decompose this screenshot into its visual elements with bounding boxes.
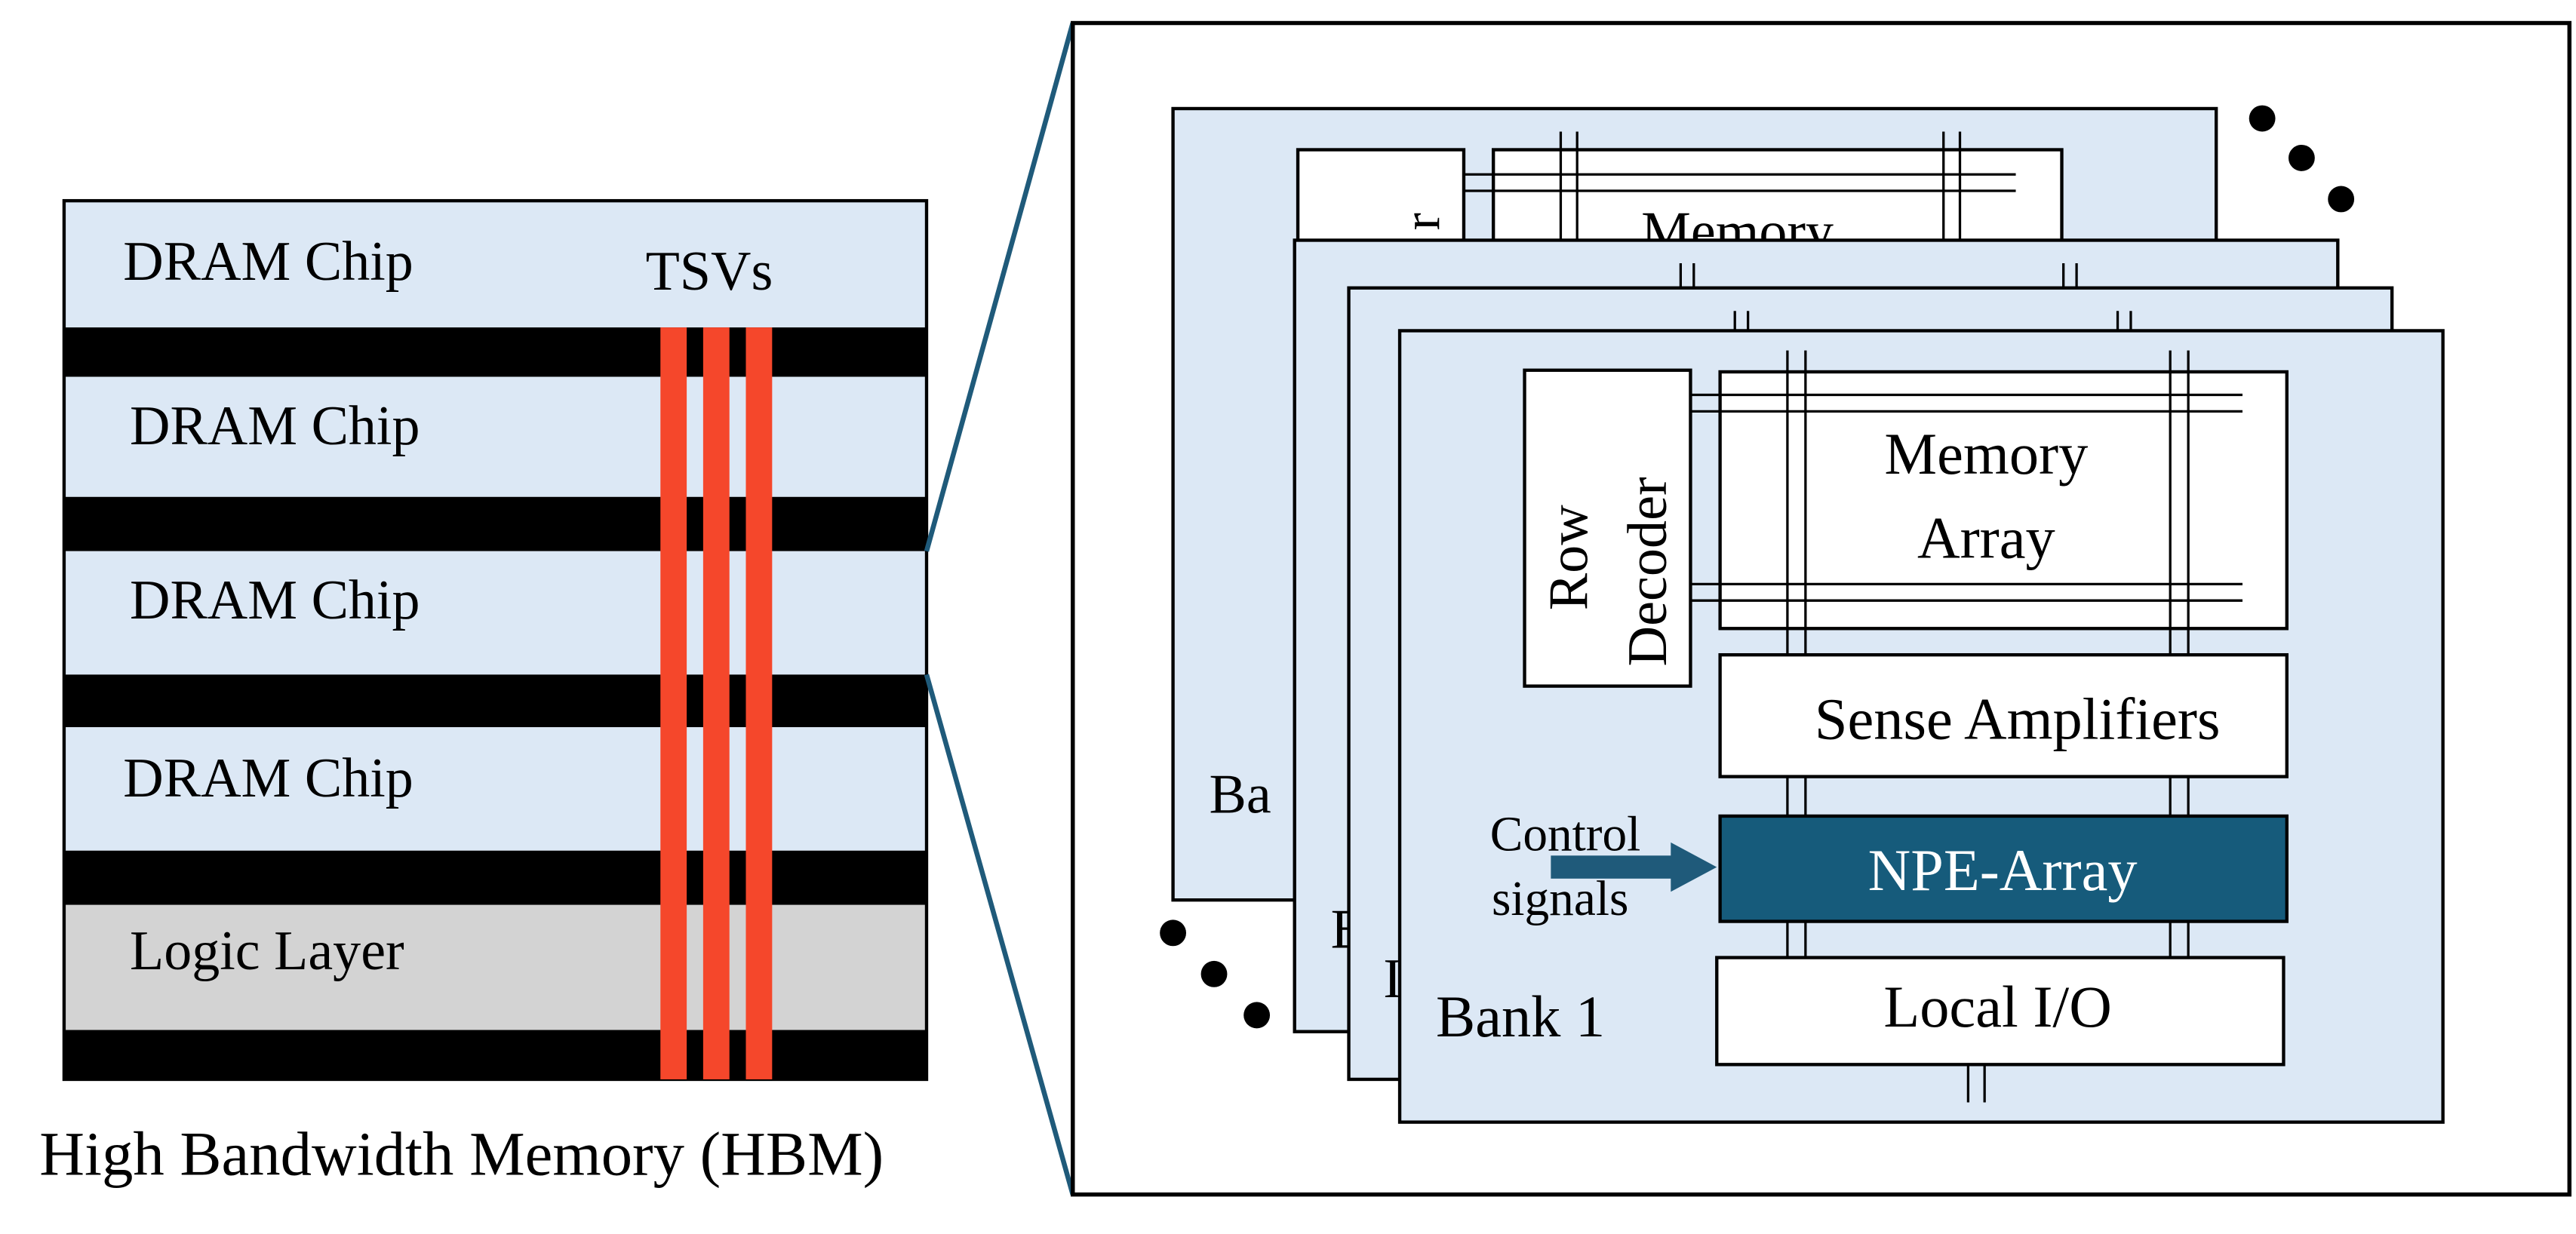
zoom-connector-bottom xyxy=(924,674,1075,1196)
logic-layer-label: Logic Layer xyxy=(130,920,404,982)
row-decoder-label-line2: Decoder xyxy=(1617,477,1679,666)
local-io xyxy=(1715,956,2286,1067)
logic-layer xyxy=(63,904,927,1030)
tsv-3 xyxy=(745,327,773,1079)
back-bank-label-partial: Ba xyxy=(1209,764,1271,826)
tsv-2 xyxy=(702,327,730,1079)
back-row-decoder-partial: r xyxy=(1393,213,1451,230)
dram-chip-2-layer xyxy=(63,376,927,497)
more-banks-dots-top xyxy=(2249,105,2355,213)
hbm-stack: DRAM Chip DRAM Chip DRAM Chip DRAM Chip … xyxy=(39,198,929,1188)
tsv-label: TSVs xyxy=(646,241,773,302)
control-signals-label-line1: Control xyxy=(1490,808,1641,862)
hbm-stack-outline xyxy=(62,198,929,1082)
memory-array-label-line2: Array xyxy=(1917,505,2055,570)
dram-chip-label-2: DRAM Chip xyxy=(130,395,420,457)
npe-array-label: NPE-Array xyxy=(1868,837,2138,903)
dram-chip-1-layer xyxy=(63,201,927,328)
bond-layer-5 xyxy=(63,1030,927,1079)
dram-chip-label-1: DRAM Chip xyxy=(123,231,413,293)
bank-1-label: Bank 1 xyxy=(1436,984,1605,1049)
npe-array xyxy=(1718,814,2289,923)
dram-chip-label-4: DRAM Chip xyxy=(123,747,413,809)
dram-chip-4-layer xyxy=(63,727,927,851)
sense-amplifiers-label: Sense Amplifiers xyxy=(1815,686,2221,751)
bond-layer-3 xyxy=(63,674,927,728)
local-io-label: Local I/O xyxy=(1883,974,2111,1039)
dram-chip-3-layer xyxy=(63,551,927,675)
bank-front-1: Row Decoder Memory Array Sense Amplifier… xyxy=(1397,329,2445,1124)
row-decoder-label-line1: Row xyxy=(1538,505,1600,611)
bond-layer-4 xyxy=(63,850,927,905)
row-decoder xyxy=(1523,368,1692,688)
memory-array xyxy=(1718,370,2289,631)
tsv-1 xyxy=(660,327,687,1079)
dram-chip-label-3: DRAM Chip xyxy=(130,569,420,631)
control-signals-label-line2: signals xyxy=(1492,872,1628,926)
sense-amplifiers xyxy=(1718,652,2289,778)
control-signal-arrow xyxy=(1551,842,1717,892)
hbm-caption: High Bandwidth Memory (HBM) xyxy=(39,1119,884,1188)
bond-layer-1 xyxy=(63,327,927,377)
back-row-decoder xyxy=(1296,148,1466,250)
bond-layer-2 xyxy=(63,496,927,551)
zoom-connector-top xyxy=(924,22,1075,552)
more-banks-dots-bottom xyxy=(1160,919,1271,1029)
memory-array-label-line1: Memory xyxy=(1884,421,2088,487)
